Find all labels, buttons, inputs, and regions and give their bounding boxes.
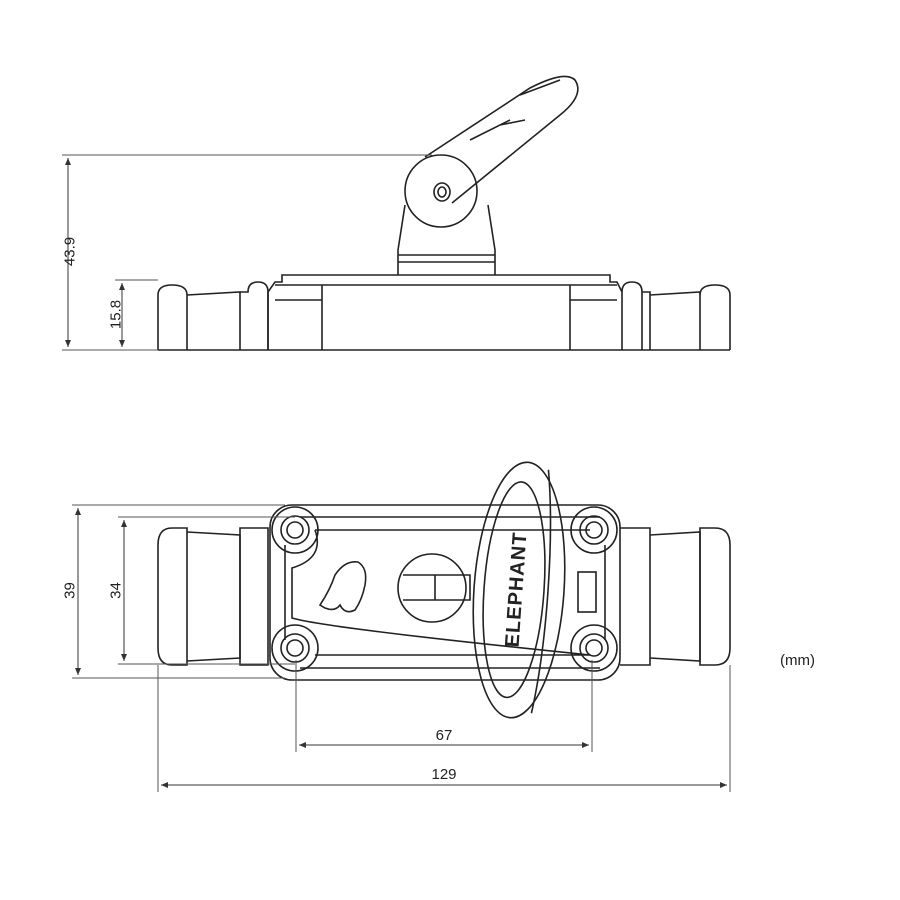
dim-base-height: 15.8 xyxy=(107,299,125,330)
elephant-logo xyxy=(318,560,367,613)
dim-hole-spacing-vertical: 34 xyxy=(107,582,125,599)
pivot-screw xyxy=(433,182,451,202)
mounting-holes xyxy=(271,506,618,672)
dim-overall-height: 43.9 xyxy=(61,236,79,267)
lever-handle xyxy=(424,75,579,204)
side-dimensions xyxy=(62,154,432,351)
pivot-disc xyxy=(404,154,478,228)
top-dimensions xyxy=(72,504,731,792)
dim-overall-length: 129 xyxy=(431,766,457,783)
side-view xyxy=(157,75,731,351)
dim-hole-spacing-horizontal: 67 xyxy=(435,727,453,744)
dim-overall-width: 39 xyxy=(61,582,79,599)
unit-label: (mm) xyxy=(780,652,815,669)
top-view xyxy=(157,461,731,719)
key-handle xyxy=(472,461,566,719)
